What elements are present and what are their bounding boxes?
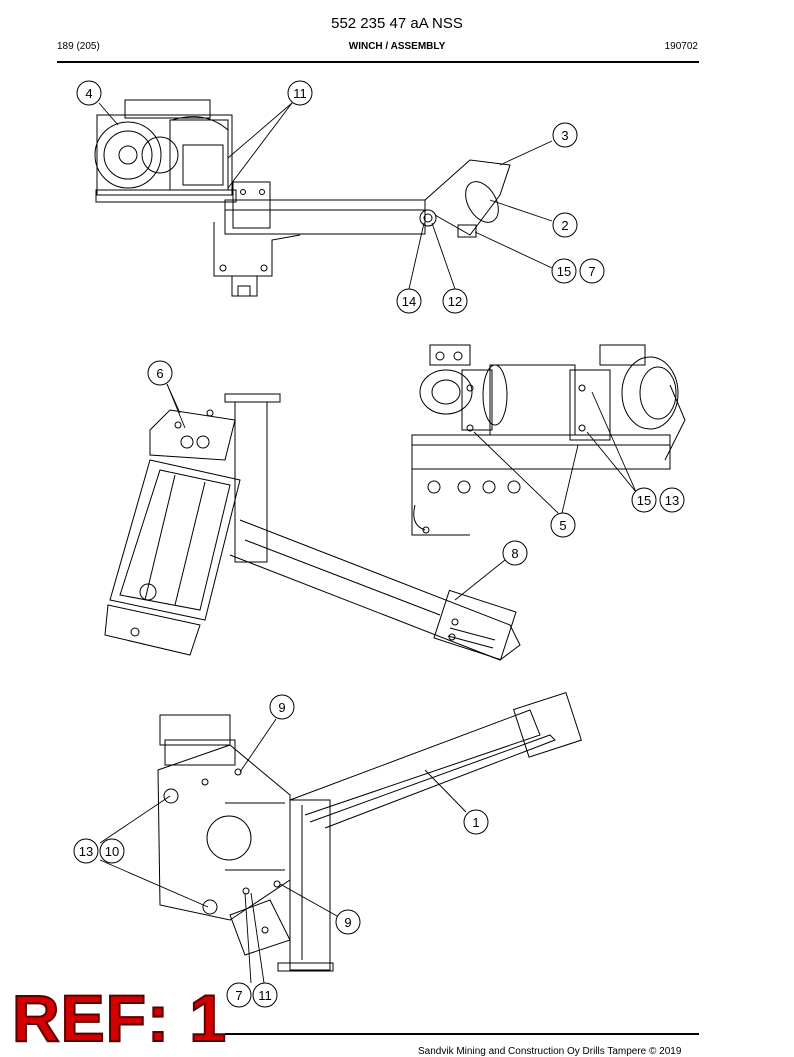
svg-text:13: 13 [665,493,679,508]
svg-text:4: 4 [85,86,92,101]
callout-7: 7 [579,258,605,284]
callout-1: 1 [463,809,489,835]
callout-2: 2 [552,212,578,238]
view-right-front [411,344,686,536]
svg-text:11: 11 [258,988,272,1003]
footer-copyright: Sandvik Mining and Construction Oy Drill… [418,1046,682,1057]
reference-stamp: REF: 1 [11,981,228,1055]
callout-9: 9 [269,694,295,720]
svg-text:1: 1 [472,815,479,830]
svg-text:8: 8 [511,546,518,561]
svg-text:9: 9 [344,915,351,930]
callout-15b: 15 [631,487,657,513]
view-bottom-angled [157,691,582,972]
section-title: WINCH / ASSEMBLY [348,41,446,52]
view-left-angled [104,393,521,661]
callout-11: 11 [287,80,313,106]
svg-text:14: 14 [402,294,416,309]
callouts: 4 11 3 2 15 7 14 12 6 15 13 5 8 9 1 13 1… [73,80,685,1008]
svg-text:2: 2 [561,218,568,233]
callout-12: 12 [442,288,468,314]
callout-6: 6 [147,360,173,386]
document-title: 552 235 47 aA NSS [331,15,463,32]
document-number: 190702 [664,41,698,52]
callout-14: 14 [396,288,422,314]
svg-text:13: 13 [79,844,93,859]
svg-text:7: 7 [588,264,595,279]
callout-5: 5 [550,512,576,538]
svg-text:10: 10 [105,844,119,859]
svg-text:9: 9 [278,700,285,715]
callout-8: 8 [502,540,528,566]
page-number: 189 (205) [57,41,100,52]
svg-text:5: 5 [559,518,566,533]
callout-7b: 7 [226,982,252,1008]
callout-13: 13 [659,487,685,513]
callout-10: 10 [99,838,125,864]
callout-15: 15 [551,258,577,284]
footer-rule [225,1033,699,1035]
svg-text:15: 15 [637,493,651,508]
svg-text:6: 6 [156,366,163,381]
header-rule [57,61,699,63]
svg-text:12: 12 [448,294,462,309]
callout-4: 4 [76,80,102,106]
callout-13b: 13 [73,838,99,864]
view-top-side [94,99,511,297]
svg-text:15: 15 [557,264,571,279]
svg-text:11: 11 [293,86,307,101]
callout-3: 3 [552,122,578,148]
svg-text:7: 7 [235,988,242,1003]
svg-text:3: 3 [561,128,568,143]
callout-9b: 9 [335,909,361,935]
callout-11b: 11 [252,982,278,1008]
